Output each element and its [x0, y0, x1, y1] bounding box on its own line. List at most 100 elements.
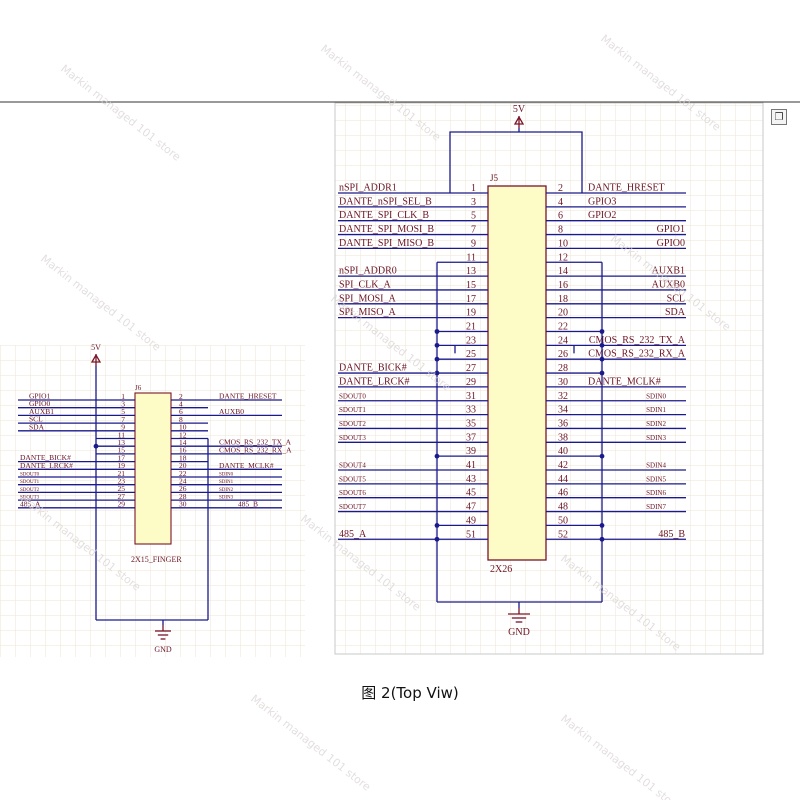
net-label: CMOS_RS_232_TX_A — [589, 335, 686, 346]
pin-number: 5 — [121, 407, 125, 416]
net-label: CMOS_RS_232_TX_A — [219, 438, 292, 447]
junction-dot — [599, 523, 605, 528]
net-label: SPI_MISO_A — [339, 307, 396, 318]
pin-number: 6 — [558, 211, 563, 222]
pin-number: 14 — [558, 266, 568, 277]
net-label: AUXB1 — [652, 266, 685, 277]
ground-gnd-label: GND — [508, 627, 530, 638]
pin-number: 7 — [471, 225, 476, 236]
pin-number: 28 — [179, 492, 187, 501]
pin-number: 34 — [558, 405, 568, 416]
net-label: DANTE_SPI_MOSI_B — [339, 224, 434, 235]
pin-number: 25 — [118, 484, 126, 493]
junction-dot — [434, 370, 440, 376]
pin-number: 19 — [466, 308, 476, 319]
pin-number: 24 — [179, 477, 187, 486]
pin-number: 45 — [466, 488, 476, 499]
net-label: GPIO0 — [29, 399, 51, 408]
net-label: CMOS_RS_232_RX_A — [219, 445, 292, 454]
pin-number: 49 — [466, 515, 476, 526]
pin-number: 10 — [558, 238, 568, 249]
pin-number: 33 — [466, 405, 476, 416]
pin-number: 1 — [121, 392, 125, 401]
net-label: DANTE_SPI_MISO_B — [339, 238, 434, 249]
net-label: nSPI_ADDR1 — [339, 183, 397, 194]
pin-number: 22 — [179, 469, 187, 478]
connector-part-name: 2X15_FINGER — [131, 555, 182, 564]
power-arrow — [513, 115, 525, 125]
watermark-text: Markin managed 101 store — [38, 252, 163, 354]
pin-number: 20 — [179, 461, 187, 470]
net-label: SDIN4 — [646, 462, 666, 470]
pin-number: 19 — [118, 461, 126, 470]
power-5v-label: 5V — [513, 104, 526, 115]
net-label: SDOUT4 — [339, 462, 366, 470]
pin-number: 28 — [558, 363, 568, 374]
pin-number: 9 — [121, 423, 125, 432]
connector-body — [134, 392, 172, 545]
net-label: SPI_CLK_A — [339, 279, 391, 290]
pin-number: 1 — [471, 183, 476, 194]
pin-number: 16 — [558, 280, 568, 291]
pin-number: 17 — [118, 453, 126, 462]
pin-number: 6 — [179, 407, 183, 416]
pin-number: 23 — [118, 477, 126, 486]
pin-number: 52 — [558, 529, 568, 540]
net-label: DANTE_nSPI_SEL_B — [339, 196, 432, 207]
pin-number: 30 — [179, 500, 187, 509]
pin-number: 27 — [118, 492, 126, 501]
ground-gnd-label: GND — [154, 645, 172, 654]
net-label: SPI_MOSI_A — [339, 293, 396, 304]
pin-number: 29 — [118, 500, 126, 509]
net-label: SDIN0 — [219, 473, 234, 478]
pin-number: 18 — [179, 453, 187, 462]
net-label: SDIN2 — [219, 488, 234, 493]
junction-dot — [434, 536, 440, 542]
net-label: DANTE_LRCK# — [20, 461, 73, 470]
net-label: DANTE_BICK# — [339, 363, 407, 374]
net-label: SCL — [29, 415, 43, 424]
pin-number: 36 — [558, 418, 568, 429]
right-panel — [334, 102, 764, 655]
pin-number: 25 — [466, 349, 476, 360]
junction-dot — [599, 356, 605, 362]
net-label: 485_A — [339, 529, 367, 540]
pin-number: 2 — [558, 183, 563, 194]
pin-number: 42 — [558, 460, 568, 471]
junction-dot — [434, 453, 440, 459]
net-label: SDIN0 — [646, 392, 666, 400]
junction-dot — [599, 370, 605, 376]
net-label: GPIO2 — [588, 210, 616, 221]
pin-number: 14 — [179, 438, 187, 447]
net-label: AUXB1 — [29, 407, 54, 416]
pin-number: 44 — [558, 474, 568, 485]
net-label: SDIN6 — [646, 489, 666, 497]
junction-dot — [434, 342, 440, 348]
junction-dot — [599, 329, 605, 334]
pin-number: 16 — [179, 446, 187, 455]
net-label: SDOUT2 — [20, 488, 40, 493]
pin-number: 47 — [466, 502, 476, 513]
net-label: SDOUT1 — [20, 480, 40, 485]
net-label: CMOS_RS_232_RX_A — [588, 349, 685, 360]
figure-caption: 图 2(Top Viw) — [361, 684, 459, 702]
pin-number: 22 — [558, 322, 568, 333]
pin-number: 8 — [179, 415, 183, 424]
pin-number: 3 — [471, 197, 476, 208]
net-label: 485_B — [238, 499, 258, 508]
restore-icon[interactable]: ❐ — [771, 109, 787, 125]
junction-dot — [434, 523, 440, 528]
junction-dot — [599, 453, 605, 459]
net-label: SDA — [665, 307, 686, 318]
connector-part-name: 2X26 — [490, 564, 512, 575]
junction-dot — [434, 356, 440, 362]
power-arrow — [90, 353, 102, 363]
pin-number: 7 — [121, 415, 125, 424]
connector-body — [487, 185, 547, 561]
net-label: AUXB0 — [652, 279, 685, 290]
connector-designator: J6 — [135, 384, 142, 392]
pin-number: 4 — [179, 400, 183, 409]
